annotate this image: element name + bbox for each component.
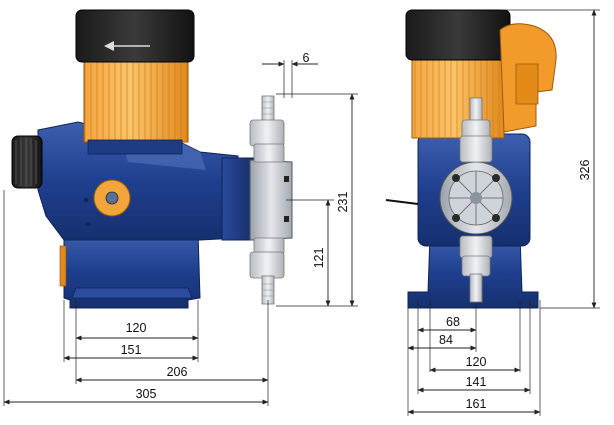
dim-front-141: 141 — [466, 375, 487, 389]
dim-front-326: 326 — [578, 160, 592, 181]
dim-side-6: 6 — [303, 51, 310, 65]
dim-side-206: 206 — [167, 365, 188, 379]
dim-side-121: 121 — [312, 248, 326, 269]
pump-side-view — [11, 9, 293, 309]
dimension-labels: 120 151 206 305 6 231 121 326 68 84 120 … — [118, 51, 592, 411]
dim-front-68: 68 — [446, 315, 460, 329]
dim-side-151: 151 — [121, 343, 142, 357]
dim-front-120: 120 — [466, 355, 487, 369]
dim-front-161: 161 — [466, 397, 487, 411]
dim-side-305: 305 — [136, 387, 157, 401]
pump-front-view — [385, 9, 557, 309]
motor — [75, 9, 195, 155]
dimension-lines — [3, 9, 600, 416]
discharge-valve-fitting — [249, 95, 285, 163]
dim-front-84: 84 — [439, 333, 453, 347]
dim-side-231: 231 — [336, 192, 350, 213]
dim-side-120: 120 — [126, 321, 147, 335]
stroke-adjustment-knob — [11, 135, 43, 189]
suction-valve-fitting — [249, 237, 285, 305]
